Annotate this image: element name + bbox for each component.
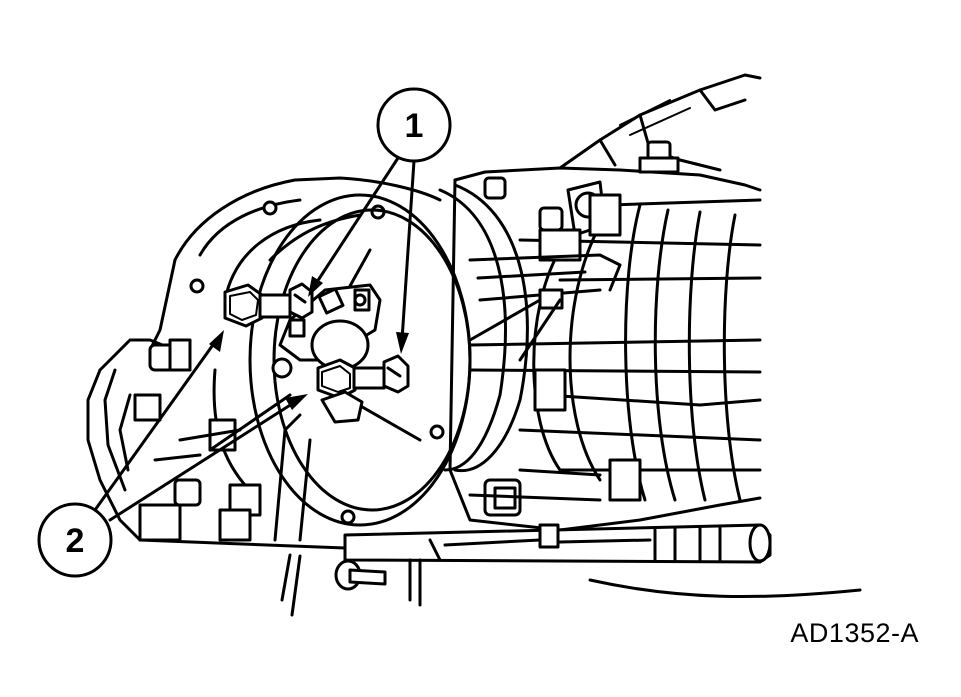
input-flange bbox=[248, 193, 472, 527]
callout-1: 1 bbox=[308, 87, 452, 354]
center-hub bbox=[271, 283, 382, 379]
callout-2: 2 bbox=[37, 330, 308, 578]
transmission-case bbox=[438, 73, 762, 532]
upper-bolt bbox=[223, 282, 314, 328]
shift-rod bbox=[343, 523, 862, 599]
figure-id: AD1352-A bbox=[790, 618, 919, 648]
callout-2-label: 2 bbox=[66, 522, 85, 560]
callout-1-label: 1 bbox=[405, 107, 424, 145]
lower-bolt bbox=[316, 354, 410, 424]
